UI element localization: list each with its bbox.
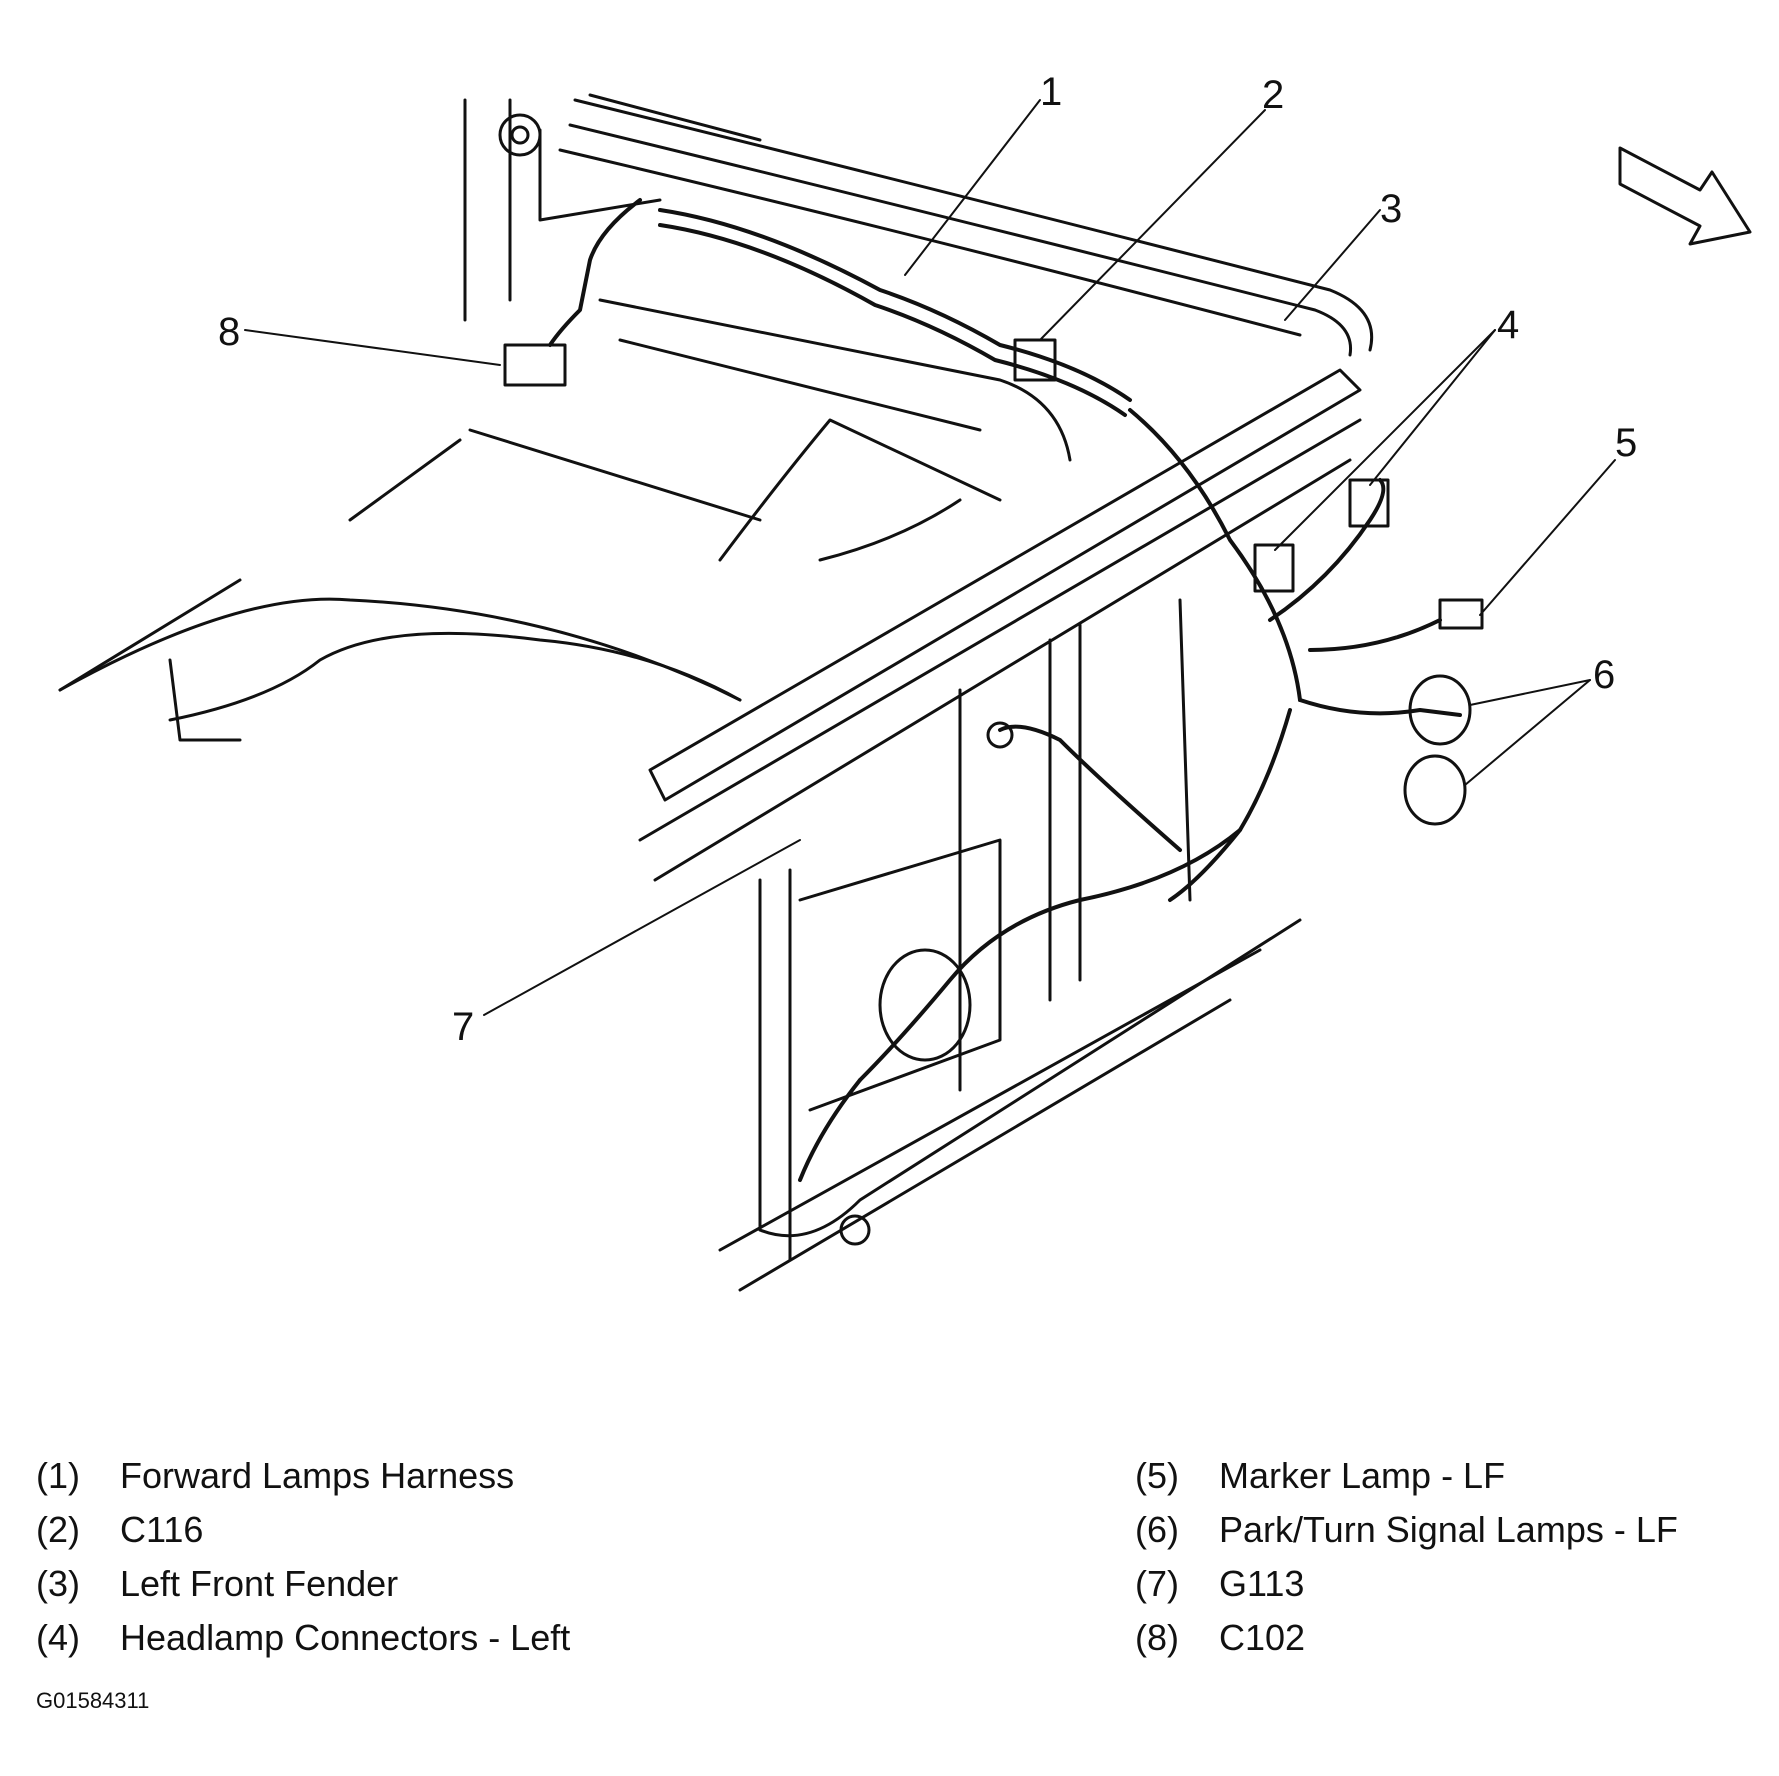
- inner-fender: [58, 298, 1072, 742]
- callout-3: 3: [1380, 187, 1402, 231]
- legend-item: (6) Park/Turn Signal Lamps - LF: [1135, 1509, 1678, 1551]
- legend-number: (1): [36, 1455, 80, 1496]
- headlamp-connector: [1348, 478, 1390, 528]
- callout-2: 2: [1262, 73, 1284, 117]
- legend-description: C102: [1219, 1617, 1306, 1658]
- headlamp-connector: [1253, 543, 1295, 593]
- g113-ground: [986, 721, 1014, 749]
- cowl-structure: [463, 98, 662, 322]
- radiator-support: [638, 368, 1362, 1292]
- legend-number: (4): [36, 1617, 80, 1658]
- marker-lamp: [1438, 598, 1484, 630]
- park-turn-lamp: [1403, 754, 1467, 826]
- legend-item: (3) Left Front Fender: [36, 1563, 398, 1605]
- legend-description: Park/Turn Signal Lamps - LF: [1219, 1509, 1678, 1550]
- legend-number: (6): [1135, 1509, 1179, 1550]
- callout-7: 7: [452, 1005, 474, 1049]
- legend-description: C116: [120, 1509, 204, 1550]
- leader-lines: [244, 99, 1616, 1016]
- legend-description: Left Front Fender: [120, 1563, 399, 1604]
- figure-id: G01584311: [36, 1688, 150, 1713]
- legend-number: (8): [1135, 1617, 1179, 1658]
- legend-item: (2) C116: [36, 1509, 203, 1551]
- legend-item: (7) G113: [1135, 1563, 1304, 1605]
- callout-4: 4: [1497, 303, 1519, 347]
- legend-number: (2): [36, 1509, 80, 1550]
- c116-connector: [1013, 338, 1057, 382]
- wiring-diagram: 1 2 3 4 5 6 7 8: [58, 70, 1752, 1292]
- horn: [878, 948, 972, 1062]
- legend-description: Headlamp Connectors - Left: [120, 1617, 571, 1658]
- legend-description: Marker Lamp - LF: [1219, 1455, 1506, 1496]
- left-front-fender: [558, 93, 1374, 357]
- legend-description: G113: [1219, 1563, 1305, 1604]
- legend-item: (1) Forward Lamps Harness: [36, 1455, 514, 1497]
- callout-6: 6: [1593, 653, 1615, 697]
- mounting-hole: [839, 1214, 871, 1246]
- callout-8: 8: [218, 310, 240, 354]
- legend-number: (5): [1135, 1455, 1179, 1496]
- legend-item: (5) Marker Lamp - LF: [1135, 1455, 1505, 1497]
- legend-description: Forward Lamps Harness: [120, 1455, 515, 1496]
- direction-arrow-icon: [1618, 146, 1752, 246]
- forward-lamps-harness: [548, 198, 1462, 1182]
- legend-number: (7): [1135, 1563, 1179, 1604]
- callout-5: 5: [1615, 421, 1637, 465]
- callout-1: 1: [1040, 70, 1062, 114]
- park-turn-lamp: [1408, 674, 1472, 746]
- c102-connector: [503, 343, 567, 387]
- legend-number: (3): [36, 1563, 80, 1604]
- legend-item: (4) Headlamp Connectors - Left: [36, 1617, 570, 1659]
- legend-item: (8) C102: [1135, 1617, 1305, 1659]
